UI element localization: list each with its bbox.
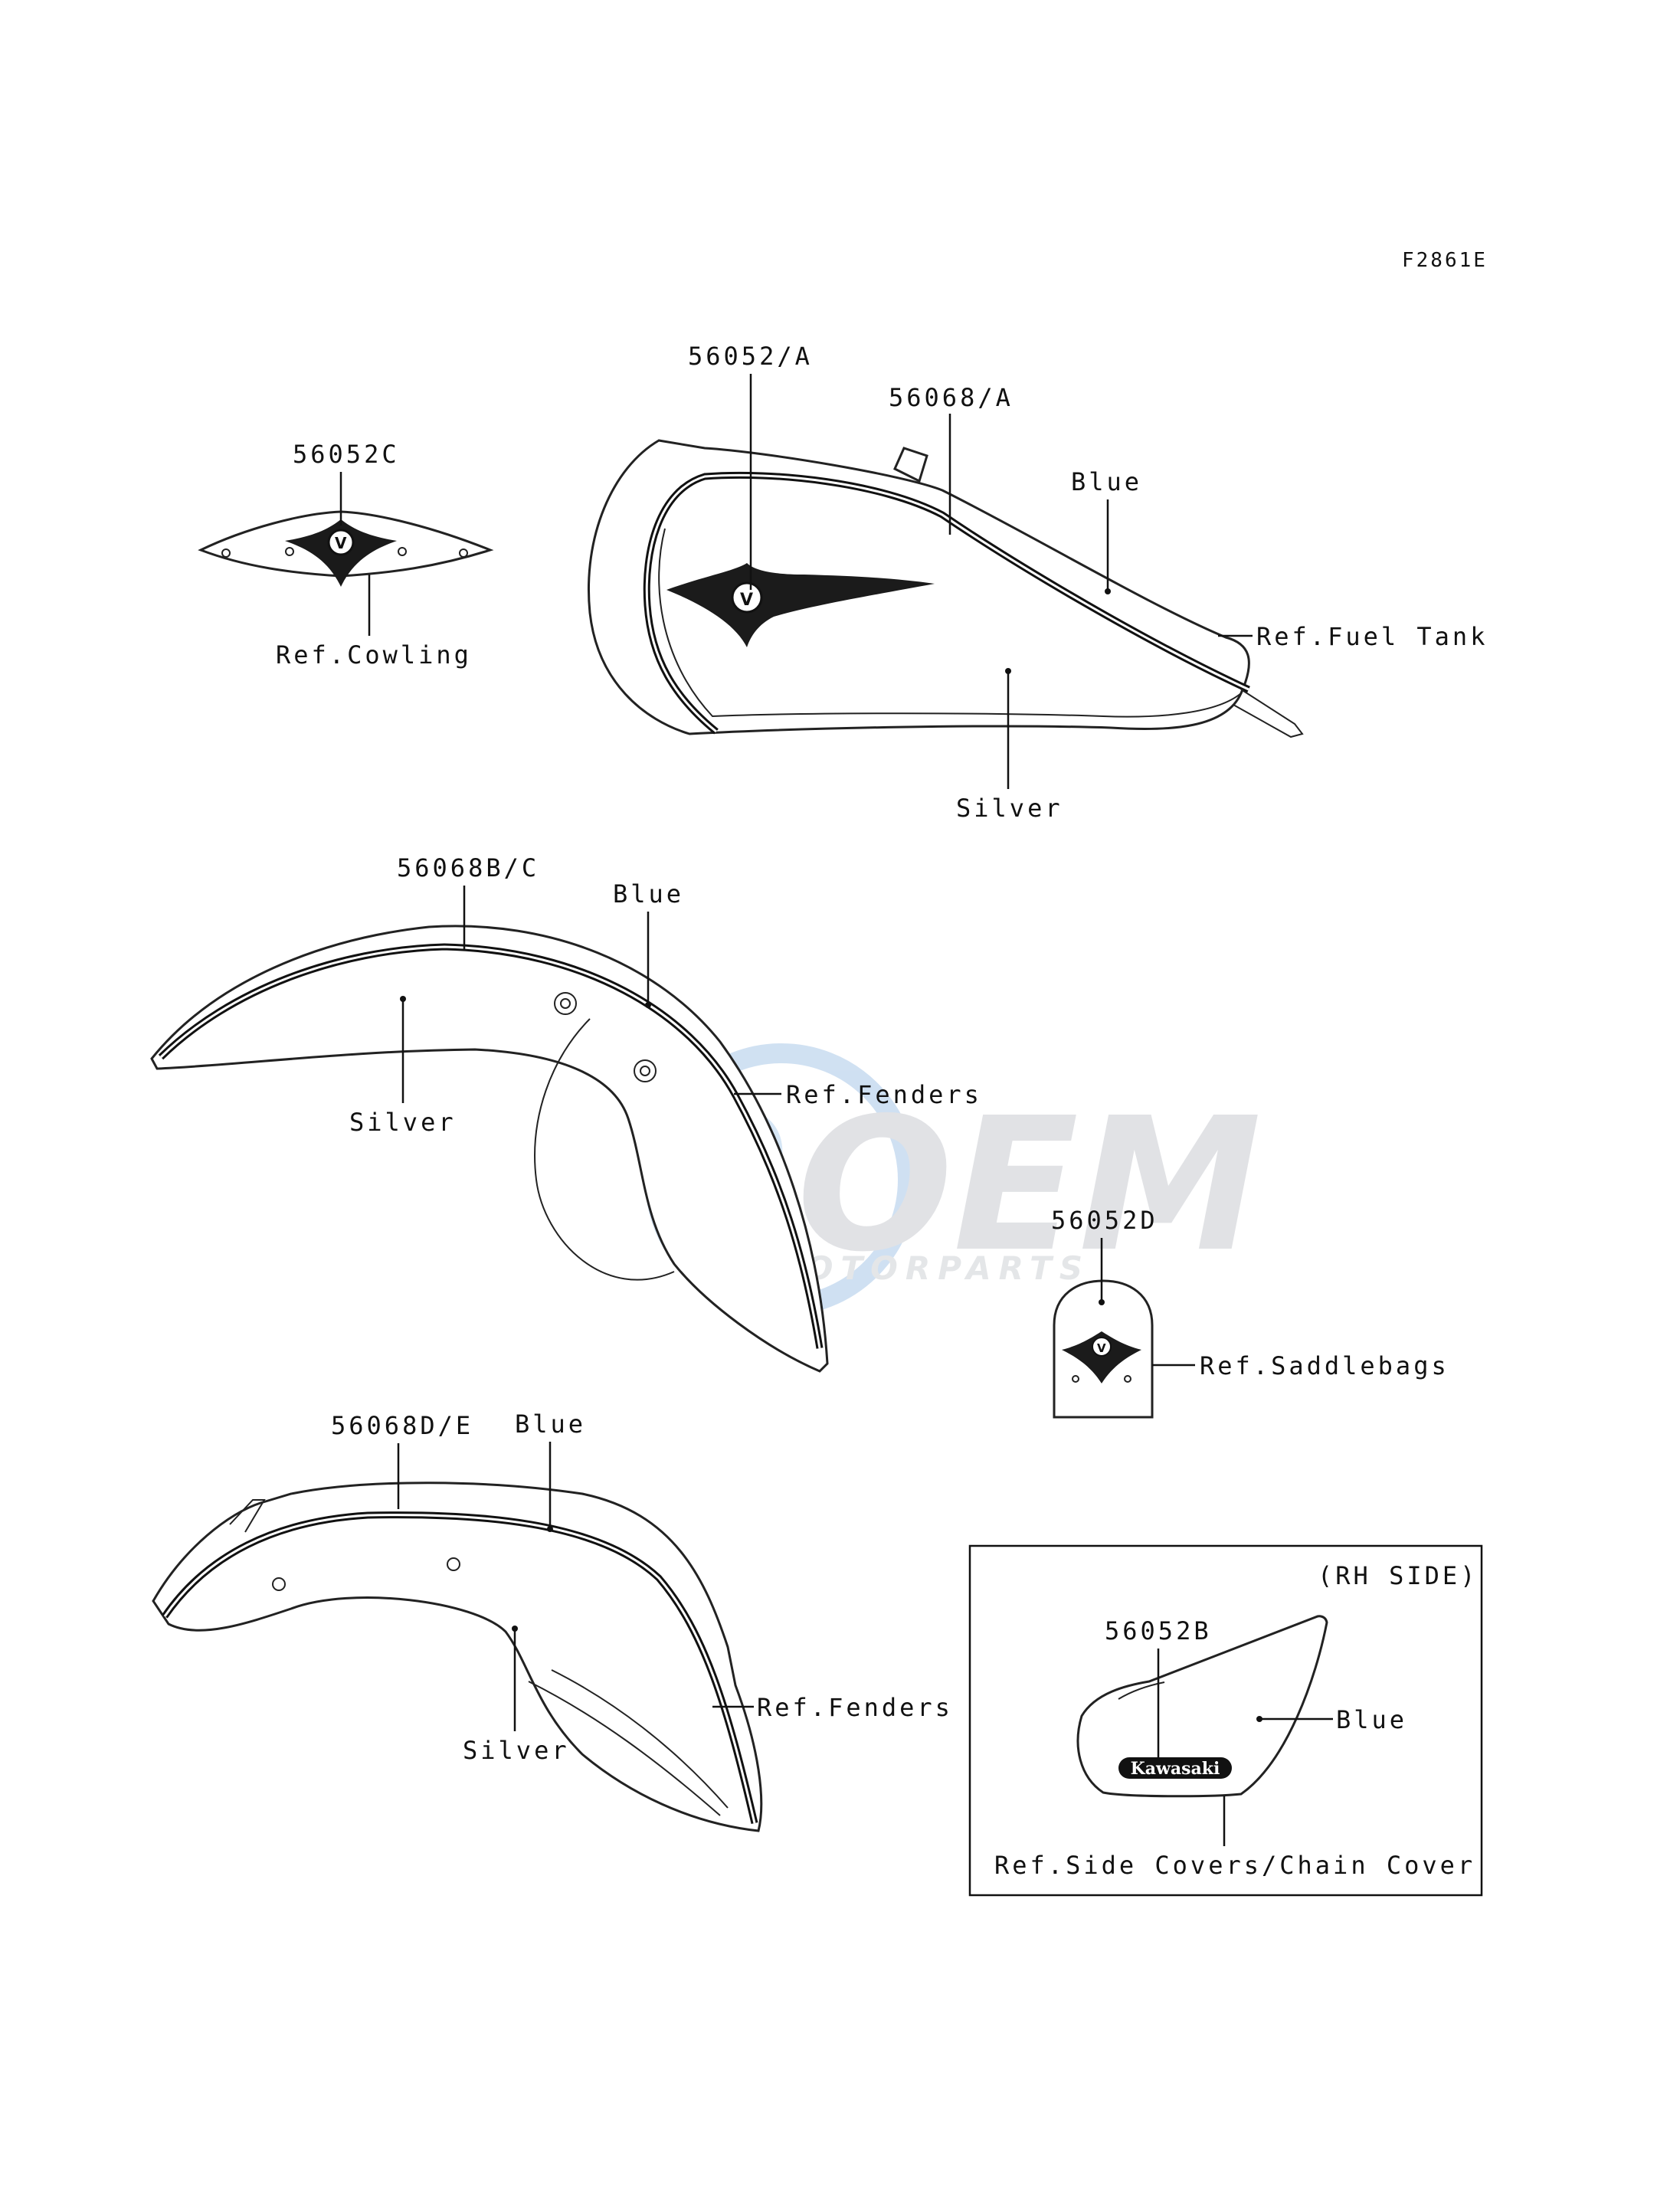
svg-text:V: V (1097, 1341, 1106, 1355)
front-fender-group: 56068B/C Blue Silver Ref.Fenders (150, 853, 982, 1373)
cowling-hole (459, 548, 468, 558)
side-cover-part (1076, 1615, 1328, 1798)
fuel-tank-ref: Ref.Fuel Tank (1256, 622, 1488, 651)
rear-fender-hole (272, 1577, 286, 1591)
fuel-tank-emblem-no: 56052/A (688, 342, 813, 371)
side-cover-group: (RH SIDE) Kawasaki 56052B Blue Ref.Side … (968, 1544, 1483, 1897)
kawasaki-emblem-text: Kawasaki (1131, 1759, 1220, 1779)
rear-fender-group: 56068D/E Blue Silver Ref.Fenders (152, 1410, 953, 1832)
cowling-hole (398, 547, 407, 556)
rear-fender-color-side: Silver (463, 1736, 570, 1765)
front-fender-bolt (554, 992, 577, 1015)
fuel-tank-outline (587, 439, 1250, 735)
cowling-part-no: 56052C (293, 440, 400, 469)
fuel-tank-color-top: Blue (1071, 467, 1142, 496)
side-cover-color: Blue (1336, 1705, 1407, 1734)
saddlebag-part-no: 56052D (1051, 1206, 1158, 1235)
cowling-group: V 56052C Ref.Cowling (198, 440, 494, 670)
fuel-tank-color-side: Silver (956, 794, 1063, 823)
svg-text:V: V (335, 534, 347, 552)
rear-fender-hole (447, 1557, 460, 1571)
fuel-cap (893, 447, 928, 483)
watermark-brand: OEM (797, 1078, 1262, 1292)
kawasaki-emblem: Kawasaki (1118, 1757, 1232, 1779)
side-cover-part-no: 56052B (1105, 1616, 1212, 1645)
svg-text:V: V (740, 591, 753, 610)
front-fender-ref: Ref.Fenders (786, 1080, 982, 1109)
rear-fender-crease (528, 1681, 721, 1816)
rear-fender-stripe-no: 56068D/E (331, 1411, 473, 1440)
rear-fender-tab (229, 1499, 266, 1533)
fuel-tank-group: V 56052/A 56068/A Blue Ref.Fuel Tank Sil… (587, 342, 1488, 823)
fuel-tank-inner-panel (658, 528, 1242, 718)
fuel-tank-tip (1233, 689, 1304, 738)
front-fender-inner-edge (534, 1018, 675, 1281)
watermark-tagline: MOTORPARTS (766, 1249, 1090, 1287)
front-fender-outline (150, 925, 829, 1373)
rh-side-box (968, 1544, 1483, 1897)
saddlebag-ref: Ref.Saddlebags (1200, 1351, 1449, 1380)
saddlebag-group: V 56052D Ref.Saddlebags (1051, 1206, 1449, 1419)
fuel-tank-stripe-no: 56068/A (889, 383, 1014, 412)
side-cover-rim (1118, 1681, 1165, 1700)
fuel-tank-emblem: V (666, 563, 935, 647)
front-fender-color-side: Silver (349, 1108, 457, 1137)
cowling-ref: Ref.Cowling (276, 640, 472, 670)
rear-fender-outline (152, 1482, 763, 1832)
cowling-hole (221, 548, 231, 558)
cowling-hole (285, 547, 294, 556)
cowling-emblem: V (285, 519, 397, 587)
saddlebag-emblem: V (1062, 1331, 1141, 1383)
front-fender-bolt (634, 1059, 657, 1082)
diagram-id: F2861E (1402, 249, 1488, 272)
front-fender-color-top: Blue (613, 879, 684, 909)
front-fender-stripe-no: 56068B/C (397, 853, 539, 882)
rear-fender-crease (551, 1669, 729, 1809)
rear-fender-color-top: Blue (515, 1410, 586, 1439)
rh-side-label: (RH SIDE) (1318, 1561, 1478, 1590)
rear-fender-ref: Ref.Fenders (757, 1693, 953, 1722)
side-cover-ref: Ref.Side Covers/Chain Cover (994, 1851, 1475, 1880)
